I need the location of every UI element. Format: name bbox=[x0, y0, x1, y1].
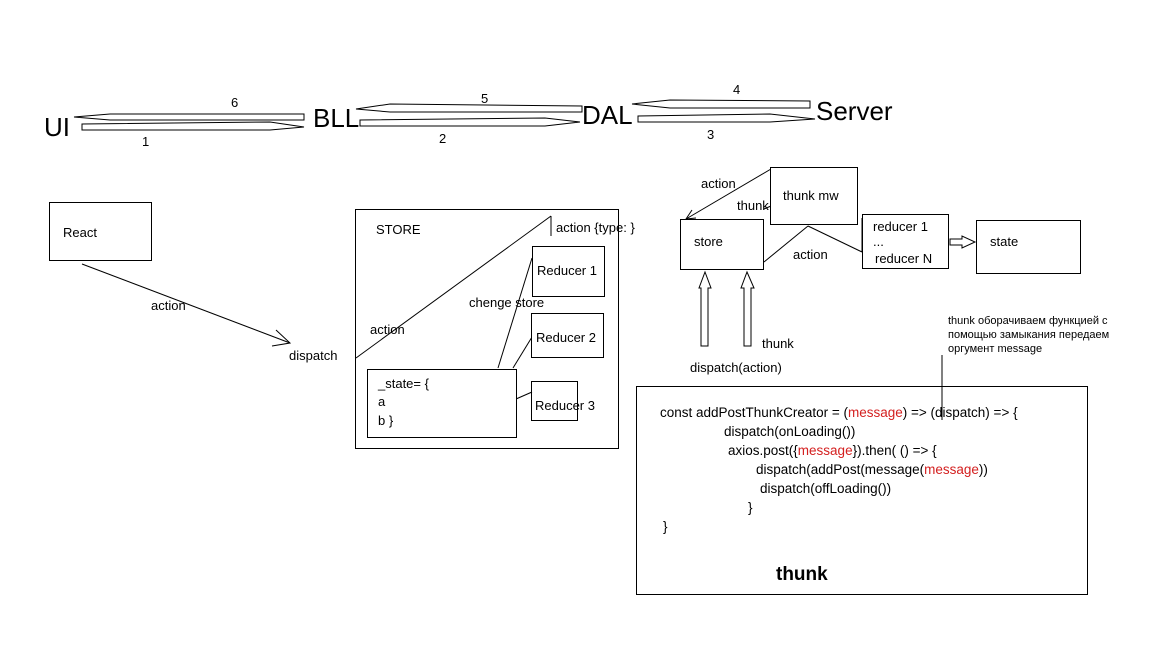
arrow-label-6: 6 bbox=[231, 95, 239, 110]
mw-store-label: store bbox=[694, 234, 723, 249]
code-line-3: axios.post({message}).then( () => { bbox=[728, 443, 937, 458]
store-action-diagonal bbox=[355, 215, 552, 359]
code-footer-title: thunk bbox=[776, 564, 828, 585]
react-label: React bbox=[63, 225, 97, 240]
code-line-6: } bbox=[748, 500, 753, 515]
arrow-4 bbox=[631, 99, 811, 109]
state-line-2: a bbox=[378, 394, 386, 409]
reducer-1-label: Reducer 1 bbox=[537, 263, 597, 278]
react-dispatch-line bbox=[81, 263, 291, 344]
thunk-mw-label: thunk mw bbox=[783, 188, 839, 203]
thunk-bottom-label: thunk bbox=[762, 336, 794, 351]
reducers-n-label: reducer N bbox=[875, 251, 933, 266]
reducer-3-box bbox=[531, 381, 578, 421]
state-box: _state= { a b } bbox=[367, 369, 517, 438]
layer-bll: BLL bbox=[313, 103, 360, 133]
store-title: STORE bbox=[376, 222, 421, 237]
reducer-2-label: Reducer 2 bbox=[536, 330, 596, 345]
arrow-label-5: 5 bbox=[481, 91, 489, 106]
dispatch-label: dispatch bbox=[289, 348, 338, 363]
reducer-3-label: Reducer 3 bbox=[535, 398, 595, 413]
arrow-3 bbox=[637, 113, 816, 123]
thunk-arrow-up bbox=[740, 270, 755, 347]
reducers-1-label: reducer 1 bbox=[873, 219, 928, 234]
arrow-2 bbox=[359, 117, 581, 127]
state-reducer2-line bbox=[512, 336, 533, 369]
code-line-7: } bbox=[663, 519, 668, 534]
arrow-label-3: 3 bbox=[707, 127, 715, 142]
reducers-dots: ... bbox=[873, 234, 884, 249]
code-line-1: const addPostThunkCreator = (message) =>… bbox=[660, 405, 1018, 420]
store-action-label: action bbox=[370, 322, 405, 337]
arrow-label-4: 4 bbox=[733, 82, 741, 97]
thunk-note: thunk оборачиваем функцией с помощью зам… bbox=[948, 315, 1110, 355]
code-line-2: dispatch(onLoading()) bbox=[724, 424, 856, 439]
reducers-box: reducer 1 ... reducer N bbox=[862, 214, 949, 269]
layer-server: Server bbox=[816, 96, 893, 126]
action-type-label: action {type: } bbox=[556, 220, 635, 235]
dispatch-arrow-up bbox=[698, 270, 712, 347]
store-box bbox=[355, 209, 619, 449]
state-reducer1-line bbox=[497, 257, 533, 369]
reducer-2-box: Reducer 2 bbox=[531, 313, 604, 358]
dispatch-action-label: dispatch(action) bbox=[690, 360, 782, 375]
mw-action-mid: action bbox=[793, 247, 828, 262]
react-box: React bbox=[49, 202, 152, 261]
arrow-5 bbox=[355, 103, 583, 113]
store-thunkmw-diag bbox=[685, 168, 772, 220]
thunkmw-reducer-line bbox=[763, 225, 809, 263]
state-output-box: state bbox=[976, 220, 1081, 274]
thunk-mw-box: thunk mw bbox=[770, 167, 858, 225]
arrow-label-2: 2 bbox=[439, 131, 447, 146]
thunkmw-store-line bbox=[763, 205, 772, 210]
change-store-label: chenge store bbox=[469, 295, 545, 310]
mw-thunk-small: thunk bbox=[737, 198, 769, 213]
code-box bbox=[636, 386, 1088, 595]
arrow-1 bbox=[81, 121, 305, 131]
react-action-label: action bbox=[151, 298, 186, 313]
mw-action-top: action bbox=[701, 176, 736, 191]
thunkmw-reducer-line2 bbox=[807, 225, 863, 253]
code-line-5: dispatch(offLoading()) bbox=[760, 481, 892, 496]
state-line-1: _state= { bbox=[378, 376, 429, 391]
state-output-label: state bbox=[990, 234, 1019, 249]
reducer-1-box: Reducer 1 bbox=[532, 246, 605, 297]
code-line-4: dispatch(addPost(message(message)) bbox=[756, 462, 988, 477]
state-line-3: b } bbox=[378, 413, 394, 428]
state-reducer3-line bbox=[515, 391, 533, 400]
arrow-label-1: 1 bbox=[142, 134, 150, 149]
arrow-6 bbox=[73, 113, 305, 121]
react-dispatch-head bbox=[271, 329, 292, 347]
layer-dal: DAL bbox=[582, 100, 633, 130]
reducers-state-arrow bbox=[949, 235, 977, 249]
mw-store-box: store bbox=[680, 219, 764, 270]
layer-ui: UI bbox=[44, 112, 70, 142]
